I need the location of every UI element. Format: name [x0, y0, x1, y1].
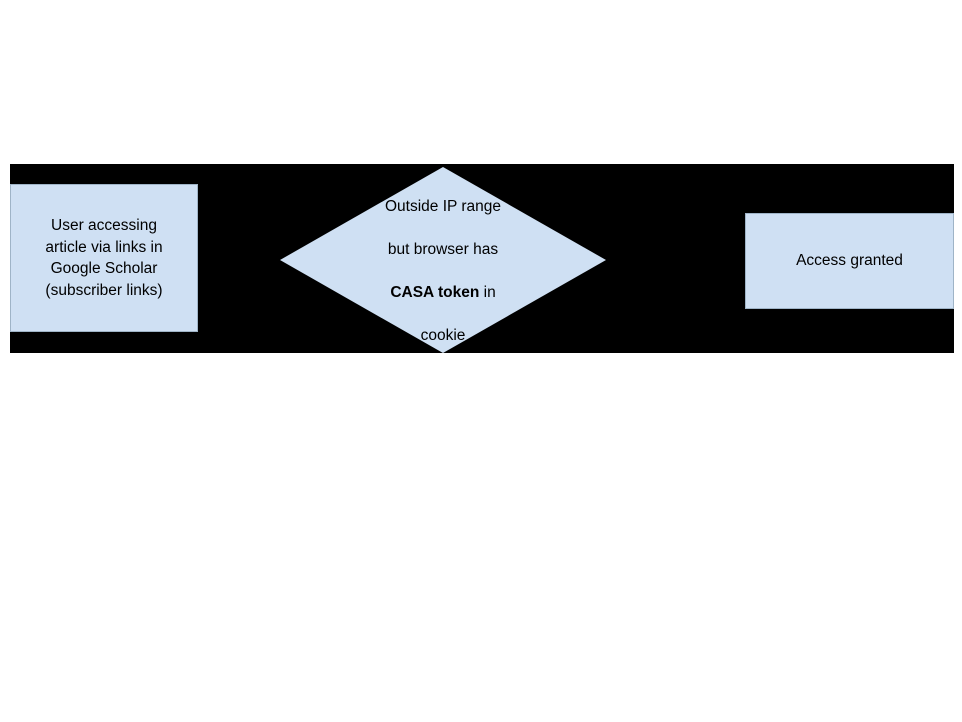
flow-node-user-accessing[interactable]: User accessing article via links in Goog…: [10, 184, 198, 332]
decision-line-4: cookie: [420, 326, 466, 344]
decision-line-3-bold: CASA token: [390, 283, 480, 301]
diamond-shape-icon: [280, 167, 606, 353]
flow-node-access-granted-label: Access granted: [796, 252, 903, 270]
flow-node-decision-label: Outside IP range but browser has CASA to…: [348, 174, 538, 346]
flow-node-decision-casa-token[interactable]: Outside IP range but browser has CASA to…: [280, 167, 606, 353]
decision-line-1: Outside IP range: [384, 197, 502, 215]
flow-node-access-granted[interactable]: Access granted: [745, 213, 954, 309]
decision-line-3-rest: in: [479, 283, 496, 301]
flow-node-user-accessing-label: User accessing article via links in Goog…: [45, 217, 163, 299]
decision-line-2: but browser has: [387, 240, 499, 258]
